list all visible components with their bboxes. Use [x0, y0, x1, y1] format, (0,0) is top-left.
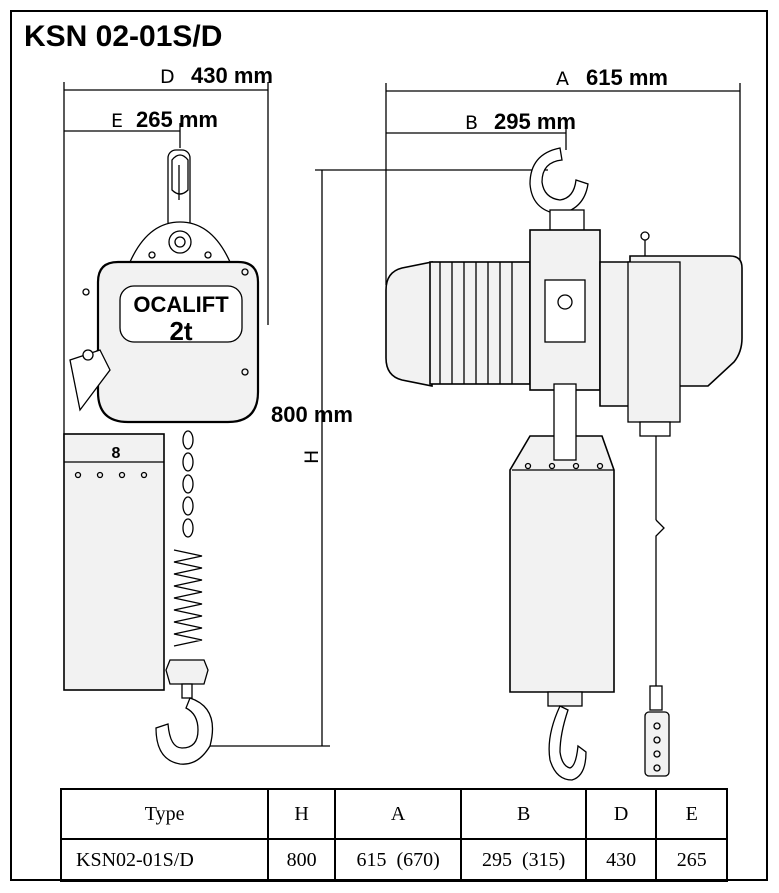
front-view-body	[69, 260, 260, 424]
dimension-d-value: 430 mm	[191, 63, 273, 88]
dimension-a-value: 615 mm	[586, 65, 668, 90]
dimension-a-line	[385, 83, 741, 285]
side-view-bottom-hook	[547, 691, 587, 781]
table-cell: KSN02-01S/D	[59, 838, 270, 882]
table-header-cell: H	[267, 788, 336, 840]
table-cell: 615 (670)	[333, 838, 463, 882]
front-view-bottom-hook	[155, 659, 214, 765]
side-view-pendant-cable	[649, 436, 665, 711]
side-view-motor	[385, 261, 531, 387]
specification-table: Type H A B D E KSN02-01S/D 800 615 (670)…	[59, 788, 728, 882]
dimension-d-letter: D	[160, 66, 175, 88]
chain-container-mark: 8	[112, 445, 121, 462]
dimension-b-letter: B	[465, 112, 478, 134]
side-view-pendant-switch	[644, 711, 670, 777]
table-row: KSN02-01S/D 800 615 (670) 295 (315) 430 …	[59, 838, 728, 882]
dimension-d-line	[63, 82, 269, 440]
table-cell: 265	[655, 838, 728, 882]
dimension-h-value: 800 mm	[271, 402, 353, 427]
table-cell: 800	[267, 838, 336, 882]
front-view-chain-container	[63, 433, 165, 691]
hoist-capacity-label: 2t	[169, 316, 192, 346]
dimension-b-line	[386, 125, 567, 150]
dimension-a-letter: A	[556, 68, 569, 90]
page-title: KSN 02-01S/D	[24, 20, 223, 53]
table-header-cell: B	[460, 788, 587, 840]
dimension-h-line	[200, 169, 548, 747]
side-view-control-box	[599, 231, 743, 437]
dimension-e-value: 265 mm	[136, 107, 218, 132]
front-view-spring	[173, 549, 203, 647]
front-view-load-chain	[182, 430, 194, 538]
dimension-e-letter: E	[111, 110, 123, 132]
side-view-chain-container	[509, 383, 615, 693]
front-view-top-hook	[167, 149, 191, 231]
dimension-h-letter: H	[301, 450, 323, 464]
side-view-gearbox	[529, 229, 601, 391]
dimension-b-value: 295 mm	[494, 109, 576, 134]
table-header-cell: A	[333, 788, 463, 840]
hoist-brand-label: OCALIFT	[133, 292, 229, 317]
table-cell: 430	[584, 838, 658, 882]
front-view-suspension-bracket	[128, 221, 232, 263]
table-cell: 295 (315)	[460, 838, 587, 882]
table-header-cell: Type	[59, 788, 270, 840]
table-header-cell: D	[584, 788, 658, 840]
table-header-cell: E	[655, 788, 728, 840]
dimension-e-line	[64, 123, 181, 148]
table-header-row: Type H A B D E	[59, 788, 728, 840]
